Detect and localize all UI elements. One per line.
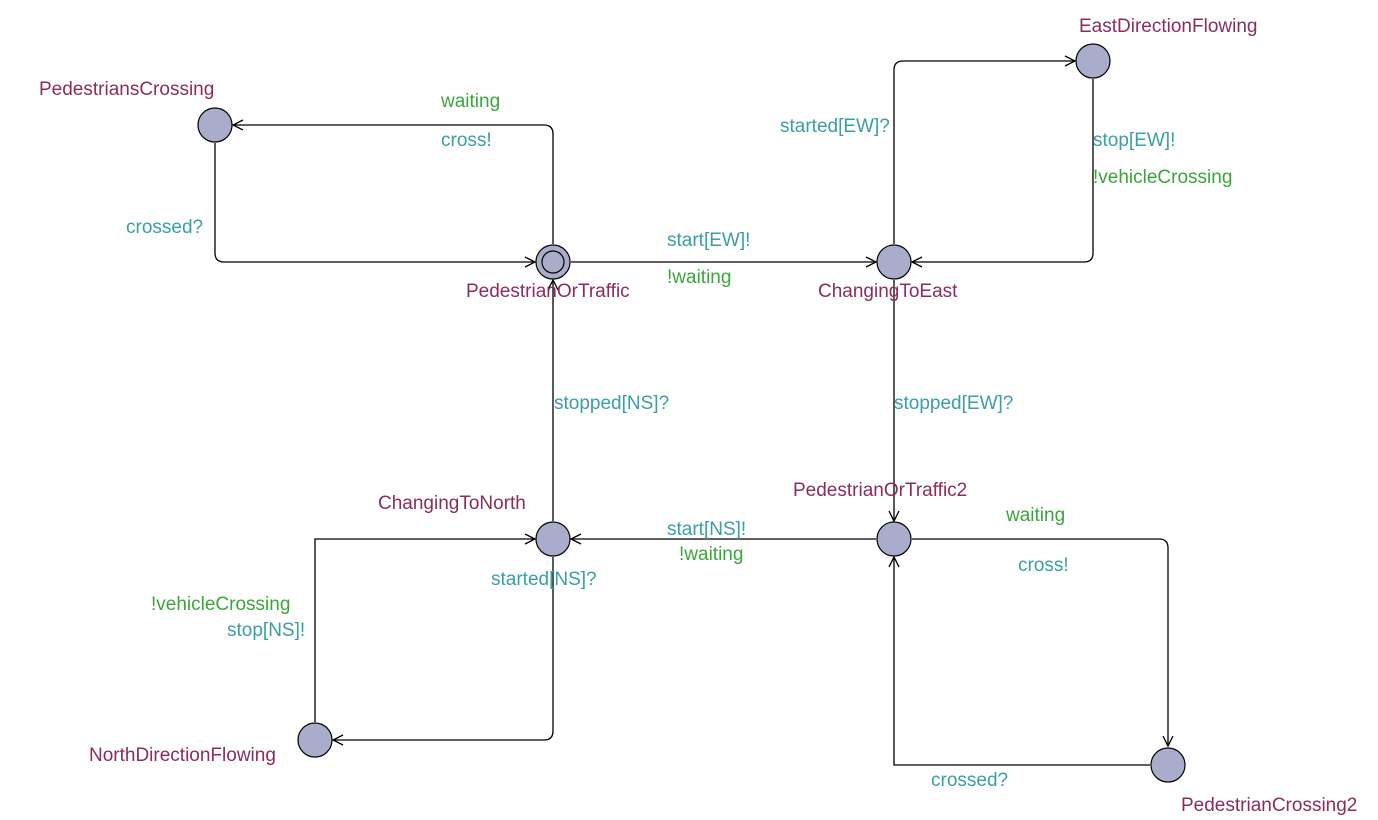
edge-pot-to-changing-to-east[interactable] xyxy=(571,256,878,268)
initial-marker-ring xyxy=(541,250,565,274)
edge-pedestrian-crossing2-to-pot2[interactable] xyxy=(888,555,1150,766)
sync-label-stopped-ew: stopped[EW]? xyxy=(894,393,1013,414)
edge-pot-to-pedestrians-crossing[interactable] xyxy=(231,119,554,244)
sync-label-stopped-ns: stopped[NS]? xyxy=(554,393,669,414)
guard-label-waiting-bottom: waiting xyxy=(1005,505,1065,526)
edge-pot2-to-changing-to-north[interactable] xyxy=(569,533,876,545)
edge-pedestrians-crossing-to-pot[interactable] xyxy=(214,143,537,268)
sync-label-cross-bottom: cross! xyxy=(1018,555,1069,576)
edge-changing-to-north-to-pot[interactable] xyxy=(547,278,559,521)
location-changing-to-north[interactable] xyxy=(535,521,571,557)
location-name-changing-to-north: ChangingToNorth xyxy=(378,493,526,514)
location-name-north-direction-flowing: NorthDirectionFlowing xyxy=(89,745,276,766)
edge-east-flowing-to-changing-to-east[interactable] xyxy=(910,79,1094,268)
edge-pot2-to-pedestrian-crossing2[interactable] xyxy=(912,538,1174,748)
location-east-direction-flowing[interactable] xyxy=(1075,43,1111,79)
location-name-pedestrian-or-traffic2: PedestrianOrTraffic2 xyxy=(793,480,967,501)
guard-label-not-vehicle-crossing-ew: !vehicleCrossing xyxy=(1093,167,1232,188)
location-name-east-direction-flowing: EastDirectionFlowing xyxy=(1079,16,1257,37)
sync-label-crossed-top: crossed? xyxy=(126,217,203,238)
edge-changing-to-east-to-east-flowing[interactable] xyxy=(893,55,1077,244)
sync-label-start-ew: start[EW]! xyxy=(667,230,750,251)
guard-label-not-waiting-ns: !waiting xyxy=(679,544,743,565)
location-changing-to-east[interactable] xyxy=(876,244,912,280)
edge-north-flowing-to-changing-to-north[interactable] xyxy=(314,533,537,722)
sync-label-start-ns: start[NS]! xyxy=(667,519,746,540)
sync-label-cross-top: cross! xyxy=(441,130,492,151)
sync-label-stop-ew: stop[EW]! xyxy=(1093,130,1175,151)
guard-label-not-vehicle-crossing-ns: !vehicleCrossing xyxy=(151,594,290,615)
location-name-pedestrian-crossing2: PedestrianCrossing2 xyxy=(1181,795,1357,816)
sync-label-started-ns: started[NS]? xyxy=(491,569,597,590)
location-pedestrian-crossing2[interactable] xyxy=(1150,747,1186,783)
location-pedestrian-or-traffic[interactable] xyxy=(535,244,571,280)
sync-label-stop-ns: stop[NS]! xyxy=(227,620,305,641)
sync-label-crossed-bottom: crossed? xyxy=(931,770,1008,791)
edge-changing-to-north-to-north-flowing[interactable] xyxy=(331,557,554,746)
location-pedestrians-crossing[interactable] xyxy=(197,107,233,143)
location-name-pedestrians-crossing: PedestriansCrossing xyxy=(39,79,214,100)
guard-label-not-waiting-ew: !waiting xyxy=(667,267,731,288)
location-pedestrian-or-traffic2[interactable] xyxy=(876,521,912,557)
location-north-direction-flowing[interactable] xyxy=(297,722,333,758)
guard-label-waiting-top: waiting xyxy=(440,91,500,112)
location-name-pedestrian-or-traffic: PedestrianOrTraffic xyxy=(466,281,630,302)
edge-changing-to-east-to-pot2[interactable] xyxy=(888,280,900,523)
location-name-changing-to-east: ChangingToEast xyxy=(818,281,958,302)
sync-label-started-ew: started[EW]? xyxy=(780,116,890,137)
